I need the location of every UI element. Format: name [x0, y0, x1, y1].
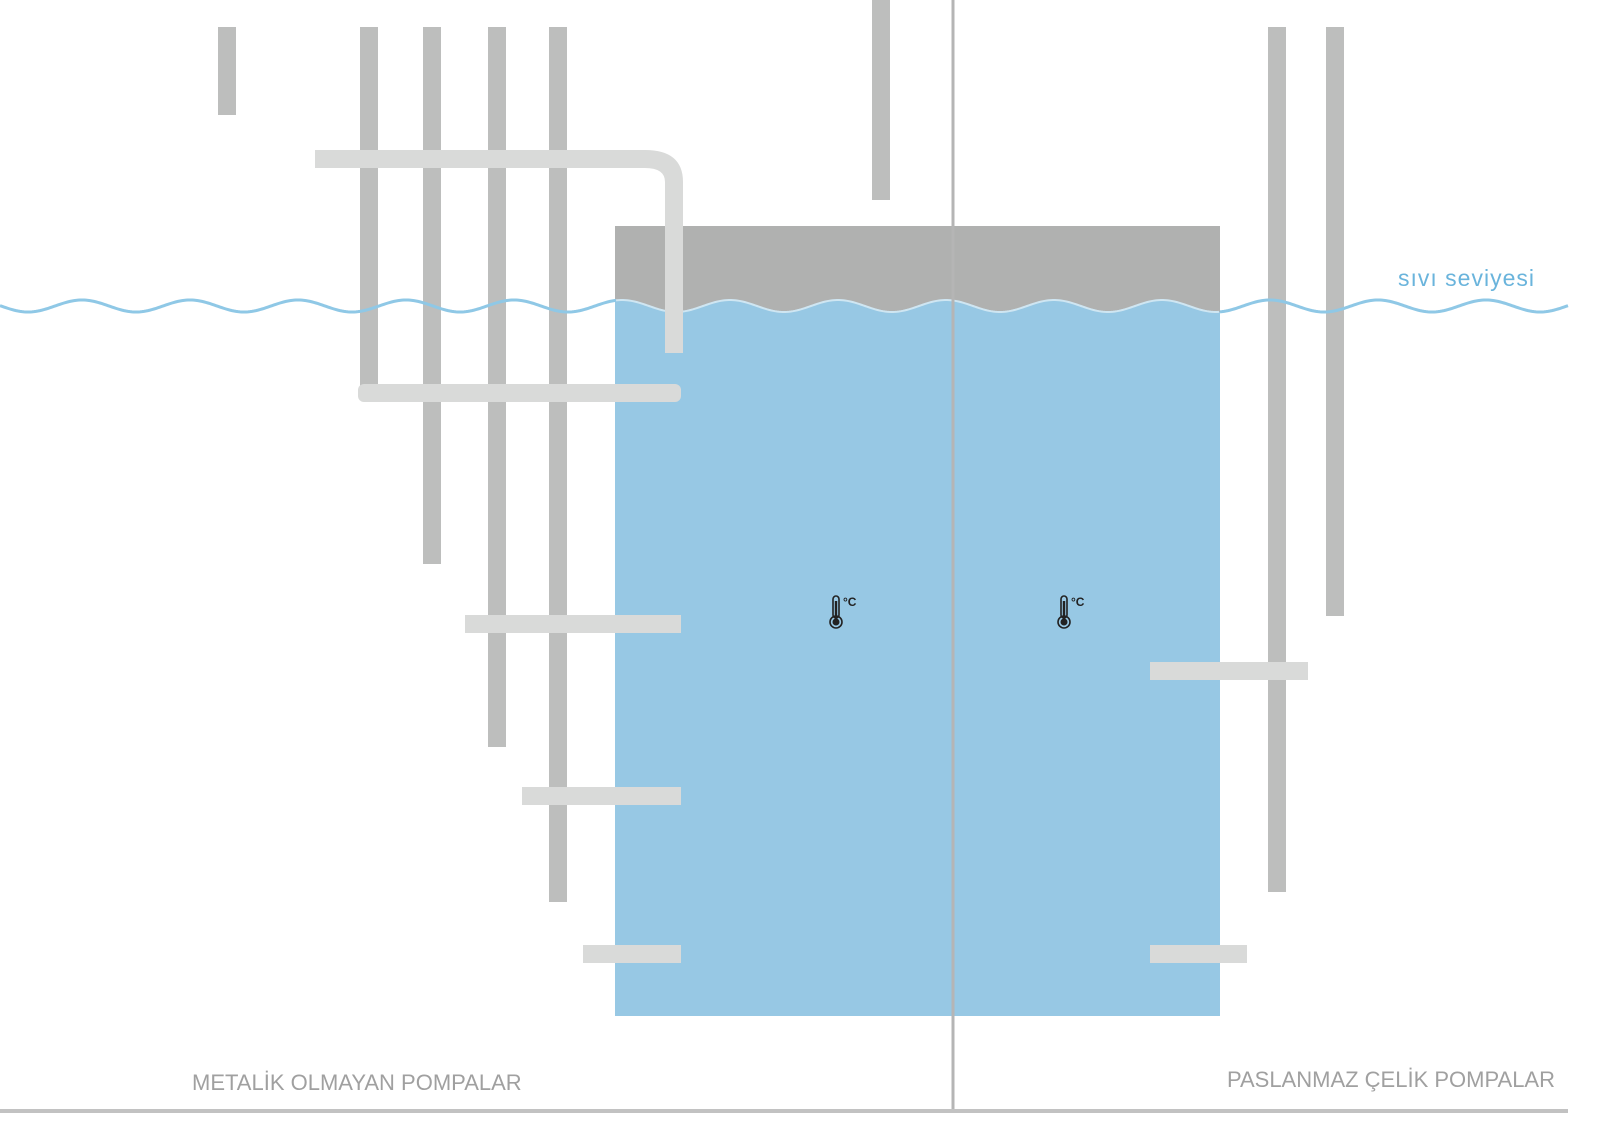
thermometer-icon: [829, 595, 843, 629]
temperature-unit: °C: [843, 595, 857, 609]
liquid-surface-inside: [614, 299, 1220, 313]
right-section-label: PASLANMAZ ÇELİK POMPALAR: [1227, 1067, 1555, 1092]
pump-shaft: [872, 0, 890, 200]
suction-pipe: [522, 787, 681, 805]
pump-shaft: [1326, 27, 1344, 616]
suction-pipe: [465, 615, 681, 633]
liquid-level-wave-right: [1219, 298, 1569, 314]
pump-shaft: [218, 27, 236, 115]
suction-pipe: [1150, 945, 1247, 963]
pump-shaft: [423, 27, 441, 564]
liquid-level-label: sıvı seviyesi: [1398, 265, 1535, 291]
thermometer-icon: [1057, 595, 1071, 629]
pump-shaft: [360, 27, 378, 392]
pump-shaft: [1268, 27, 1286, 892]
tank-liquid: [615, 300, 1220, 1016]
suction-pipe: [358, 384, 681, 402]
liquid-level-wave-left: [0, 298, 617, 314]
suction-pipes: [315, 150, 1308, 963]
suction-pipe: [1150, 662, 1308, 680]
temperature-unit: °C: [1071, 595, 1085, 609]
pump-shaft: [549, 27, 567, 902]
suction-pipe: [583, 945, 681, 963]
left-section-label: METALİK OLMAYAN POMPALAR: [192, 1070, 522, 1095]
tank-top: [615, 226, 1220, 316]
